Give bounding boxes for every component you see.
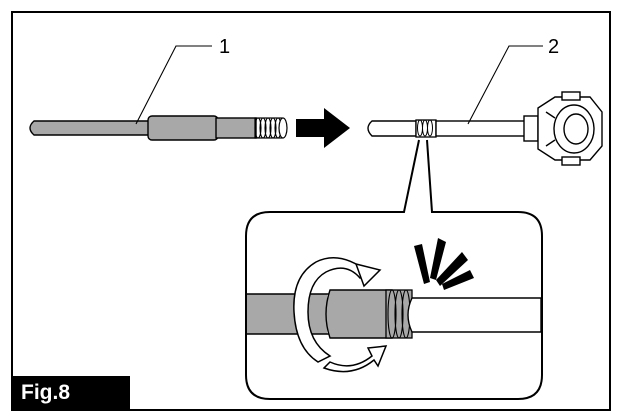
click-burst-icon <box>414 238 474 290</box>
magnified-connection <box>247 289 542 339</box>
rod-thread <box>254 117 282 139</box>
figure-frame <box>11 11 611 411</box>
leader-line-2 <box>467 45 543 125</box>
figure-label: Fig.8 <box>12 376 130 410</box>
callout-number-2: 2 <box>548 36 560 58</box>
callout-number-1: 1 <box>219 36 231 58</box>
nozzle-head <box>537 91 603 166</box>
right-arrow-icon <box>296 108 350 148</box>
nozzle <box>367 91 603 166</box>
magnified-detail-callout <box>245 139 543 400</box>
rotate-arrow-icon <box>293 257 388 373</box>
leader-line-1 <box>135 45 212 125</box>
extension-rod <box>29 115 288 141</box>
